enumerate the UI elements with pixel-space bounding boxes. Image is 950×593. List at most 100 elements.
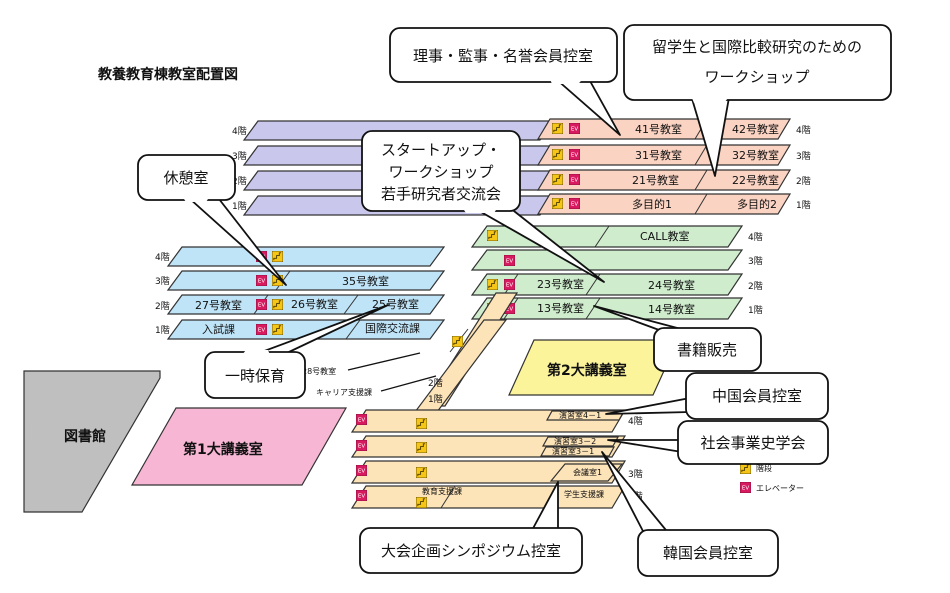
room-32: 32号教室 — [732, 148, 779, 162]
purple-label-4f: 4階 — [232, 126, 247, 137]
callout-ryugakusei-line1: 留学生と国際比較研究のための — [652, 38, 862, 56]
callout-ryugakusei: 留学生と国際比較研究のための ワークショップ — [623, 24, 892, 177]
library-block — [23, 370, 161, 513]
cream-4f-elevator-icon — [356, 414, 367, 425]
peach-3f-stairs-icon — [552, 149, 563, 160]
callout-chugoku-box — [685, 372, 829, 420]
cream-2f-stairs-icon — [416, 467, 427, 478]
room-kokusai: 国際交流課 — [365, 321, 420, 335]
callout-ryugakusei-box — [623, 24, 892, 101]
callout-taikai: 大会企画シンポジウム控室 — [359, 481, 583, 574]
callout-shoseki-box — [653, 327, 762, 372]
callout-startup: スタートアップ・ ワークショップ 若手研究者交流会 — [361, 130, 605, 283]
legend: 階段 エレベーター — [740, 463, 804, 493]
callout-ichiji: 一時保育 — [204, 304, 389, 399]
blue-1f-stairs-icon — [272, 324, 283, 335]
blue-4f-stairs-icon — [272, 251, 283, 262]
callout-shoseki: 書籍販売 — [593, 305, 762, 372]
connector-wing: 2階 1階 28号教室 キャリア支援課 — [302, 292, 519, 413]
callout-kankoku: 韓国会員控室 — [601, 451, 779, 577]
room-13: 13号教室 — [537, 301, 584, 315]
peach-1f-stairs-icon — [552, 198, 563, 209]
callout-startup-line3: 若手研究者交流会 — [381, 185, 501, 203]
peach-4f-elevator-icon — [569, 123, 580, 134]
room-35: 35号教室 — [342, 274, 389, 288]
blue-label-4f: 4階 — [155, 252, 170, 263]
blue-floor-4 — [166, 246, 446, 267]
lecture-hall-2-label: 第2大講義室 — [547, 362, 627, 379]
connector-label-1f: 1階 — [428, 394, 443, 405]
green-label-1f: 1階 — [748, 305, 763, 316]
legend-stairs-label: 階段 — [756, 463, 772, 473]
callout-kyukei: 休憩室 — [137, 154, 287, 286]
legend-elevator-icon — [740, 482, 751, 493]
callout-ichiji-text: 一時保育 — [225, 367, 285, 385]
room-ensyu-3-2: 演習室3－2 — [554, 436, 596, 446]
peach-floor-1 — [536, 193, 792, 215]
blue-floor-3 — [166, 270, 446, 291]
room-24: 24号教室 — [648, 278, 695, 292]
room-22: 22号教室 — [732, 173, 779, 187]
callout-shakai-box — [677, 420, 829, 465]
blue-label-2f: 2階 — [155, 301, 170, 312]
green-label-4f: 4階 — [748, 232, 763, 243]
lecture-hall-1 — [130, 407, 348, 486]
peach-label-1f: 1階 — [796, 200, 811, 211]
peach-1f-elevator-icon — [569, 198, 580, 209]
room-27: 27号教室 — [195, 298, 242, 312]
cream-2f-elevator-icon — [356, 465, 367, 476]
room-31: 31号教室 — [635, 148, 682, 162]
callout-kyukei-text: 休憩室 — [163, 169, 208, 187]
blue-label-3f: 3階 — [155, 276, 170, 287]
blue-2f-elevator-icon — [256, 299, 267, 310]
cream-label-4f: 4階 — [628, 416, 643, 427]
connector-label-2f: 2階 — [428, 378, 443, 389]
peach-2f-stairs-icon — [552, 174, 563, 185]
room-28: 28号教室 — [302, 366, 336, 376]
room-41: 41号教室 — [635, 122, 682, 136]
green-block: CALL教室 23号教室 24号教室 13号教室 14号教室 4階 3階 2階 … — [470, 225, 763, 320]
callout-shakai-text: 社会事業史学会 — [700, 434, 805, 452]
callout-startup-line2: ワークショップ — [388, 163, 493, 181]
blue-label-1f: 1階 — [155, 325, 170, 336]
peach-block: 41号教室 42号教室 31号教室 32号教室 21号教室 22号教室 多目的1… — [536, 118, 811, 215]
callout-startup-box — [361, 130, 521, 212]
map-title: 教養教育棟教室配置図 — [98, 66, 238, 83]
callout-chugoku-text: 中国会員控室 — [712, 387, 802, 405]
connector-stairs-icon — [452, 336, 463, 347]
room-call: CALL教室 — [640, 229, 689, 243]
cream-label-3f: 3階 — [628, 469, 643, 480]
callout-shoseki-text: 書籍販売 — [677, 341, 737, 359]
cream-block: 演習室4－1 演習室3－2 演習室3－1 会議室1 教育支援課 学生支援課 4階… — [350, 409, 643, 509]
peach-4f-stairs-icon — [552, 123, 563, 134]
peach-label-2f: 2階 — [796, 176, 811, 187]
peach-2f-elevator-icon — [569, 174, 580, 185]
purple-label-3f: 3階 — [232, 151, 247, 162]
room-kyoiku: 教育支援課 — [422, 486, 462, 496]
room-26: 26号教室 — [291, 297, 338, 311]
callout-kankoku-box — [637, 529, 779, 577]
blue-1f-elevator-icon — [256, 324, 267, 335]
room-42: 42号教室 — [732, 122, 779, 136]
green-2f-elevator-icon — [504, 279, 515, 290]
legend-elevator-label: エレベーター — [756, 484, 804, 493]
peach-floor-2 — [536, 169, 792, 191]
room-career: キャリア支援課 — [316, 387, 372, 397]
room-tamokuteki-2: 多目的2 — [737, 197, 777, 211]
green-3f-elevator-icon — [504, 255, 515, 266]
callout-riji-text: 理事・監事・名誉会員控室 — [413, 47, 593, 65]
callout-riji-box — [389, 27, 618, 83]
room-ensyu-4-1: 演習室4－1 — [559, 410, 601, 420]
lecture-hall-2 — [508, 339, 679, 396]
peach-3f-elevator-icon — [569, 149, 580, 160]
cream-1f-elevator-icon — [356, 490, 367, 501]
room-gakusei: 学生支援課 — [564, 489, 604, 499]
peach-label-3f: 3階 — [796, 151, 811, 162]
callout-taikai-text: 大会企画シンポジウム控室 — [381, 542, 561, 560]
callout-startup-line1: スタートアップ・ — [381, 141, 501, 159]
room-ensyu-3-1: 演習室3－1 — [552, 446, 594, 456]
green-4f-stairs-icon — [487, 230, 498, 241]
room-21: 21号教室 — [632, 173, 679, 187]
blue-2f-stairs-icon — [272, 299, 283, 310]
